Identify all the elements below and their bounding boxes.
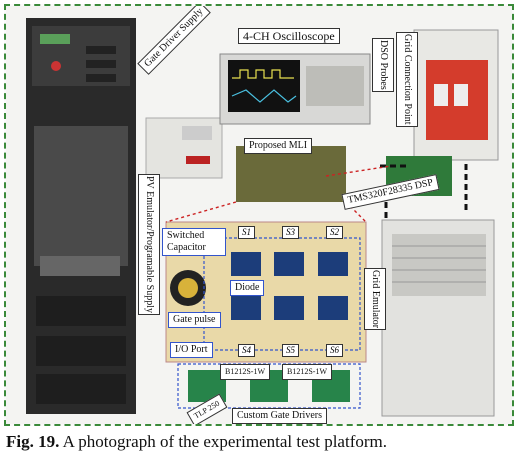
label-grid-emulator: Grid Emulator xyxy=(364,268,386,331)
photo-frame: 4-CH Oscilloscope Gate Driver Supply DSO… xyxy=(4,4,514,426)
label-switched-capacitor: Switched Capacitor xyxy=(162,228,226,256)
label-grid-connection-point: Grid Connection Point xyxy=(396,32,418,127)
label-io-port: I/O Port xyxy=(170,342,213,358)
label-b1212s-left: B1212S-1W xyxy=(220,364,270,380)
label-b1212s-right: B1212S-1W xyxy=(282,364,332,380)
label-diode: Diode xyxy=(230,280,265,296)
label-s6: S6 xyxy=(326,344,343,357)
label-s4: S4 xyxy=(238,344,255,357)
label-dso-probes: DSO Probes xyxy=(372,38,394,92)
label-s3: S3 xyxy=(282,226,299,239)
label-s2: S2 xyxy=(326,226,343,239)
label-gate-pulse: Gate pulse xyxy=(168,312,221,328)
label-custom-gate-drivers: Custom Gate Drivers xyxy=(232,408,327,424)
caption-text: A photograph of the experimental test pl… xyxy=(59,432,387,451)
label-s1: S1 xyxy=(238,226,255,239)
label-proposed-mli: Proposed MLI xyxy=(244,138,313,154)
caption-prefix: Fig. 19. xyxy=(6,432,60,451)
label-pv-emulator: PV Emulator/Programable Supply xyxy=(138,174,160,316)
label-oscilloscope: 4-CH Oscilloscope xyxy=(238,28,340,44)
label-s5: S5 xyxy=(282,344,299,357)
test-platform-photo xyxy=(6,6,512,424)
pv-emulator-rack xyxy=(26,18,136,414)
figure-caption: Fig. 19. A photograph of the experimenta… xyxy=(6,432,387,452)
